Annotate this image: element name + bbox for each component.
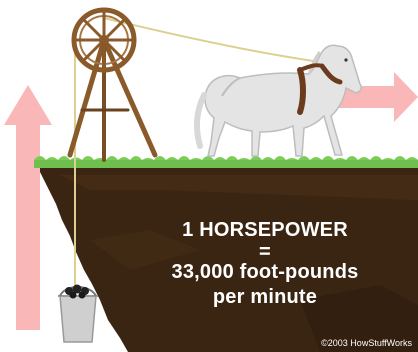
- up-arrow-icon: [4, 85, 52, 330]
- copyright-notice: ©2003 HowStuffWorks: [321, 338, 412, 348]
- caption-line-2: =: [150, 242, 380, 262]
- horse-icon: [197, 45, 361, 156]
- grass-strip: [34, 156, 418, 168]
- caption-line-3: 33,000 foot-pounds: [150, 262, 380, 282]
- bucket-icon: [58, 285, 98, 343]
- caption-line-1: 1 HORSEPOWER: [150, 220, 380, 240]
- caption-line-4: per minute: [150, 287, 380, 307]
- pulley-wheel-icon: [74, 10, 134, 70]
